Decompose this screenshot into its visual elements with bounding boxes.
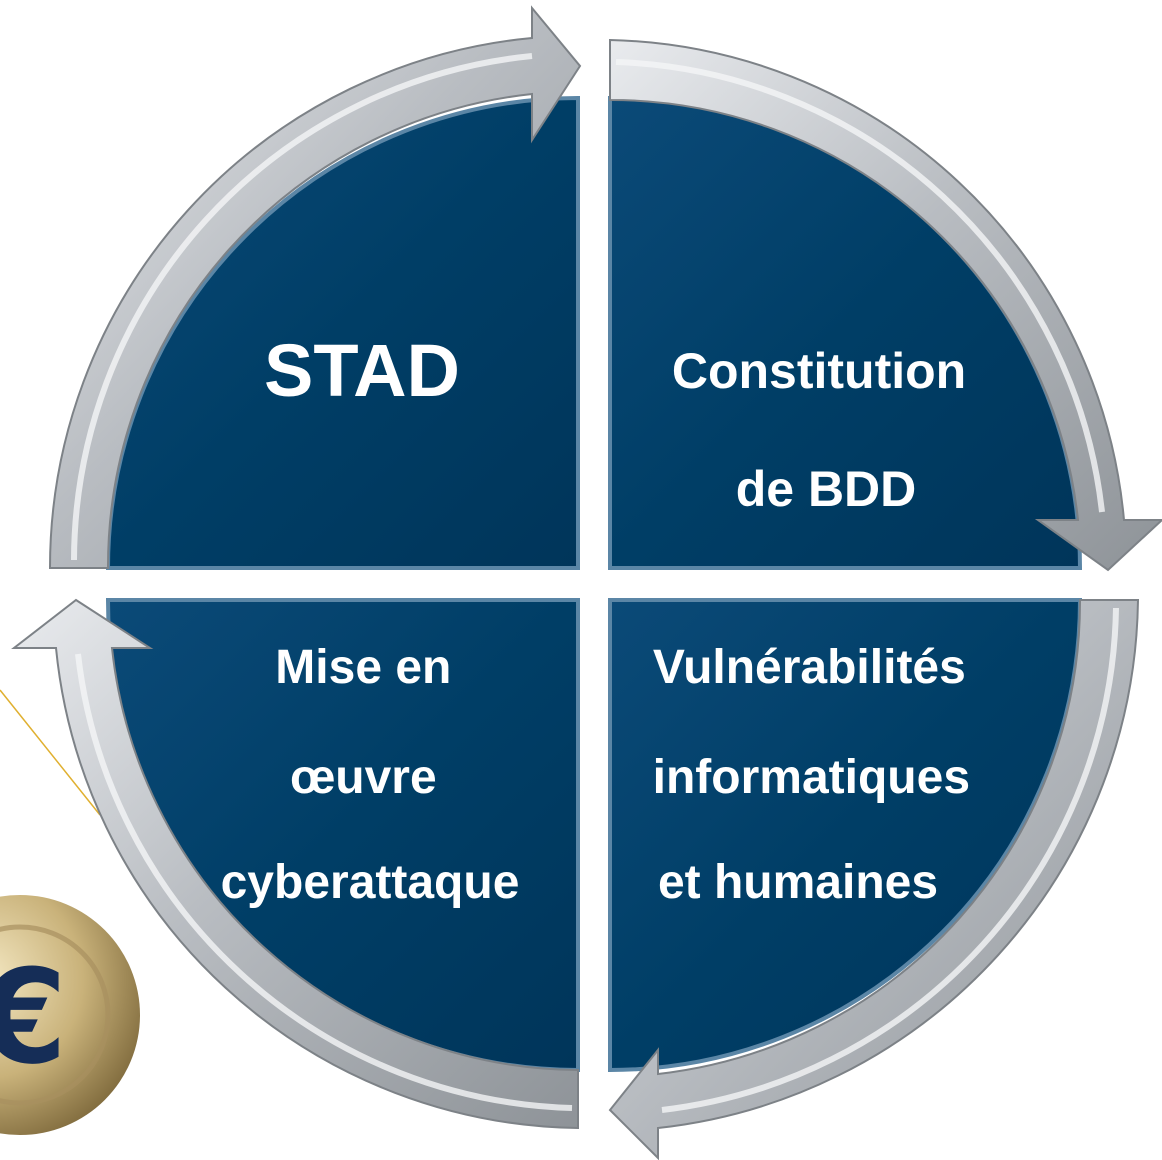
connector-line (0, 689, 101, 816)
arrow-top-left (48, 5, 582, 569)
label-bottom-left-line-3: cyberattaque (221, 856, 520, 909)
label-top-right-line-2: de BDD (736, 461, 917, 517)
label-top-right-line-1: Constitution (672, 343, 966, 399)
euro-coin-icon: € (0, 895, 140, 1135)
label-bottom-right-line-3: et humaines (658, 856, 938, 909)
arrow-top-right (609, 38, 1162, 572)
arrow-bottom-left (11, 598, 579, 1130)
label-bottom-left-line-1: Mise en (275, 641, 451, 694)
label-top-left-line: STAD (264, 329, 460, 412)
label-bottom-left: Mise en œuvre cyberattaque (221, 641, 520, 909)
label-bottom-left-line-2: œuvre (290, 751, 437, 804)
label-bottom-right: Vulnérabilités informatiques et humaines (653, 641, 984, 909)
label-bottom-right-line-1: Vulnérabilités (653, 641, 966, 694)
label-bottom-right-line-2: informatiques (653, 751, 970, 804)
label-top-right: Constitution de BDD (672, 343, 980, 517)
arrow-bottom-right (608, 599, 1140, 1160)
svg-text:€: € (0, 941, 67, 1093)
label-top-left: STAD (264, 329, 460, 412)
